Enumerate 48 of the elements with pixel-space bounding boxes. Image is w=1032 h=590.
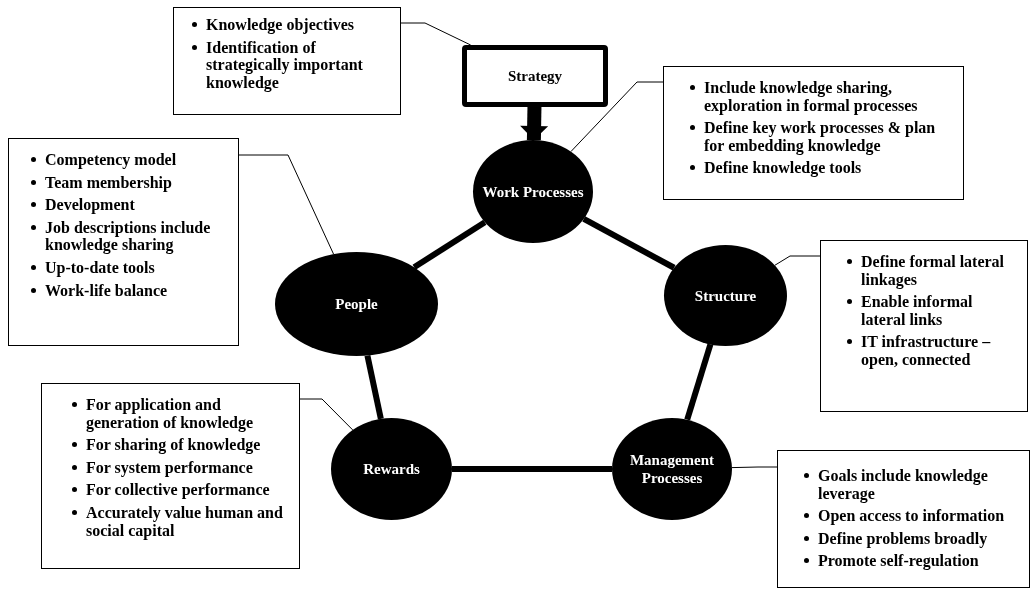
leader-line <box>299 398 354 431</box>
bullet-text: Promote self-regulation <box>818 552 980 570</box>
connector-line <box>364 354 384 420</box>
leader-line <box>570 81 664 153</box>
connector-line <box>452 466 612 472</box>
node-label: Rewards <box>362 460 421 478</box>
bullet-text: Knowledge objectives <box>206 16 355 34</box>
connector-line <box>684 343 714 421</box>
bullet-text: Define key work processes & plan for embedding knowledge <box>704 119 937 155</box>
leader-line <box>731 466 778 469</box>
connector-line <box>582 216 676 271</box>
node-label: Work Processes <box>481 182 585 201</box>
bullet-text: Define knowledge tools <box>704 159 863 177</box>
leader-line <box>400 22 472 46</box>
callout-box <box>820 240 1028 412</box>
bullet-text: Up-to-date tools <box>45 258 156 277</box>
leader-line <box>238 154 335 255</box>
bullet-text: Accurately value human and social capital <box>86 503 283 540</box>
bullet-text: Define problems broadly <box>818 529 989 548</box>
node-label: People <box>334 295 379 313</box>
block-arrow <box>520 106 549 141</box>
bullet-text: Development <box>45 196 136 214</box>
node-label: Management Processes <box>628 451 716 487</box>
bullet-text: Team membership <box>45 173 173 192</box>
bullet-text: Job descriptions include knowledge sharing <box>45 218 212 254</box>
callout-box <box>8 138 239 346</box>
callout-box <box>777 450 1030 588</box>
box-label: Strategy <box>507 66 563 86</box>
node-label: Structure <box>693 286 758 305</box>
callout-box <box>41 383 300 569</box>
bullet-text: Identification of strategically important knowledge <box>206 38 364 92</box>
bullet-text: Work-life balance <box>45 281 169 300</box>
connector-line <box>412 219 487 270</box>
bullet-text: For sharing of knowledge <box>86 436 262 454</box>
strategy-box <box>462 45 608 107</box>
bullet-text: For application and generation of knowledge <box>86 396 255 432</box>
bullet-text: Open access to information <box>818 507 1006 525</box>
bullet-text: IT infrastructure – open, connected <box>861 333 992 369</box>
bullet-text: Include knowledge sharing, exploration in formal processes <box>704 79 919 115</box>
bullet-text: Define formal lateral linkages <box>861 253 1006 289</box>
bullet-text: Competency model <box>45 151 178 169</box>
leader-line <box>774 255 821 266</box>
callout-box <box>663 66 964 200</box>
bullet-text: Goals include knowledge leverage <box>818 467 989 503</box>
bullet-text: Enable informal lateral links <box>861 293 974 329</box>
callout-box <box>173 7 401 115</box>
bullet-text: For collective performance <box>86 481 271 499</box>
bullet-text: For system performance <box>86 458 254 477</box>
